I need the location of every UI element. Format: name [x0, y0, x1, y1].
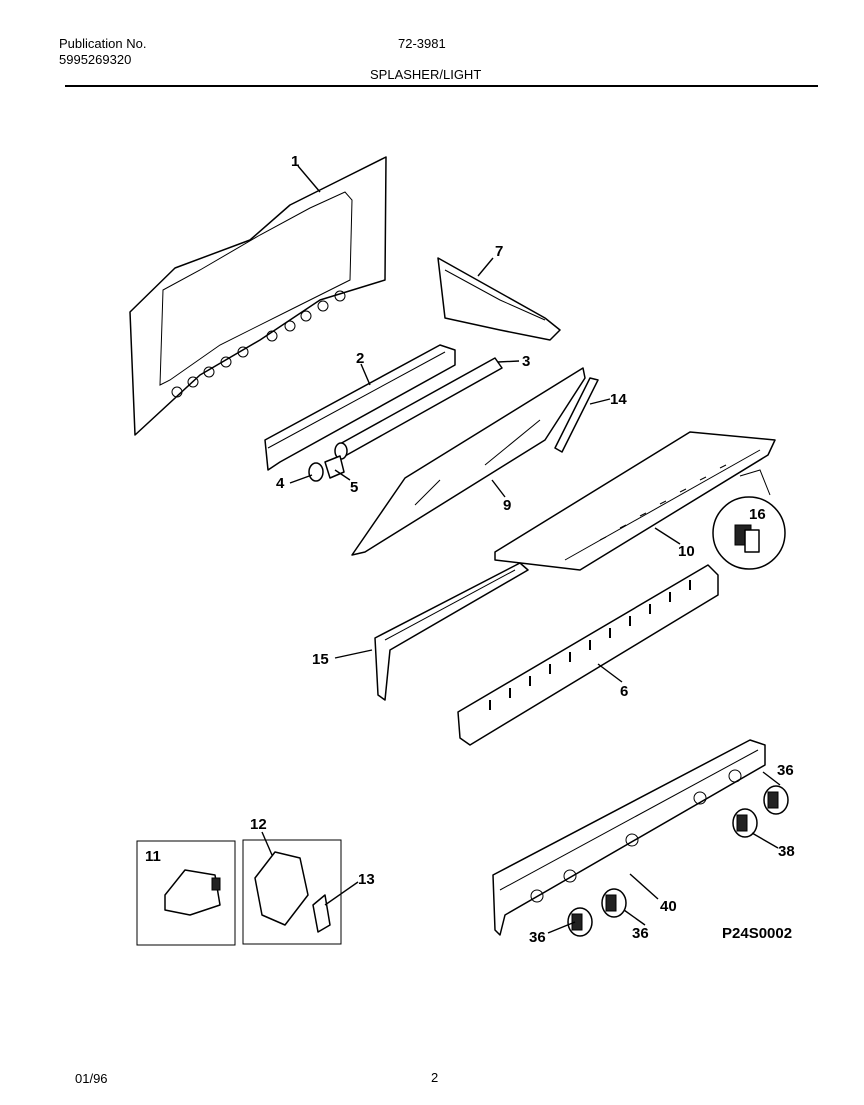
knob-36-c — [567, 907, 593, 937]
footer-date: 01/96 — [75, 1071, 108, 1086]
page-number: 2 — [431, 1070, 439, 1085]
part-7-bracket — [437, 257, 561, 341]
callout-3: 3 — [522, 353, 530, 370]
callout-15: 15 — [312, 651, 329, 668]
knob-38-a — [732, 808, 758, 838]
publication-label: Publication No. — [59, 36, 147, 51]
part-9-glass — [351, 367, 586, 556]
section-title: SPLASHER/LIGHT — [370, 67, 482, 82]
callouts: 1 2 3 4 5 6 7 9 10 11 12 13 14 15 16 36 … — [145, 153, 795, 946]
header-rule — [65, 85, 818, 87]
part-14-strip — [554, 377, 599, 453]
callout-2: 2 — [356, 350, 364, 367]
callout-1: 1 — [291, 153, 299, 170]
callout-12: 12 — [250, 816, 267, 833]
part-4-lampholder — [308, 462, 324, 482]
callout-36-c: 36 — [529, 929, 546, 946]
part-10-shelf — [494, 431, 776, 571]
callout-40: 40 — [660, 898, 677, 915]
part-40-control-panel — [492, 739, 766, 936]
callout-6: 6 — [620, 683, 628, 700]
model-number: 72-3981 — [398, 36, 446, 51]
callout-4: 4 — [276, 475, 285, 492]
callout-36-b: 36 — [632, 925, 649, 942]
callout-5: 5 — [350, 479, 358, 496]
callout-16: 16 — [749, 506, 766, 523]
callout-10: 10 — [678, 543, 695, 560]
part-1-back-panel — [129, 156, 387, 436]
part-15-rail — [374, 562, 529, 701]
callout-38: 38 — [778, 843, 795, 860]
knob-36-b — [601, 888, 627, 918]
diagram-code: P24S0002 — [722, 925, 792, 942]
part-16-switch-detail — [712, 469, 786, 570]
part-12-13-box — [242, 839, 342, 945]
callout-7: 7 — [495, 243, 503, 260]
publication-number: 5995269320 — [59, 52, 132, 67]
part-3-tube — [334, 357, 503, 460]
callout-11: 11 — [145, 848, 161, 865]
callout-9: 9 — [503, 497, 511, 514]
leader-lines — [261, 165, 781, 934]
part-6-vent-panel — [457, 564, 719, 746]
callout-36-a: 36 — [777, 762, 794, 779]
callout-13: 13 — [358, 871, 375, 888]
part-11-box — [136, 840, 236, 946]
part-2-light-channel — [264, 344, 456, 471]
callout-14: 14 — [610, 391, 627, 408]
knob-36-a — [763, 785, 789, 815]
